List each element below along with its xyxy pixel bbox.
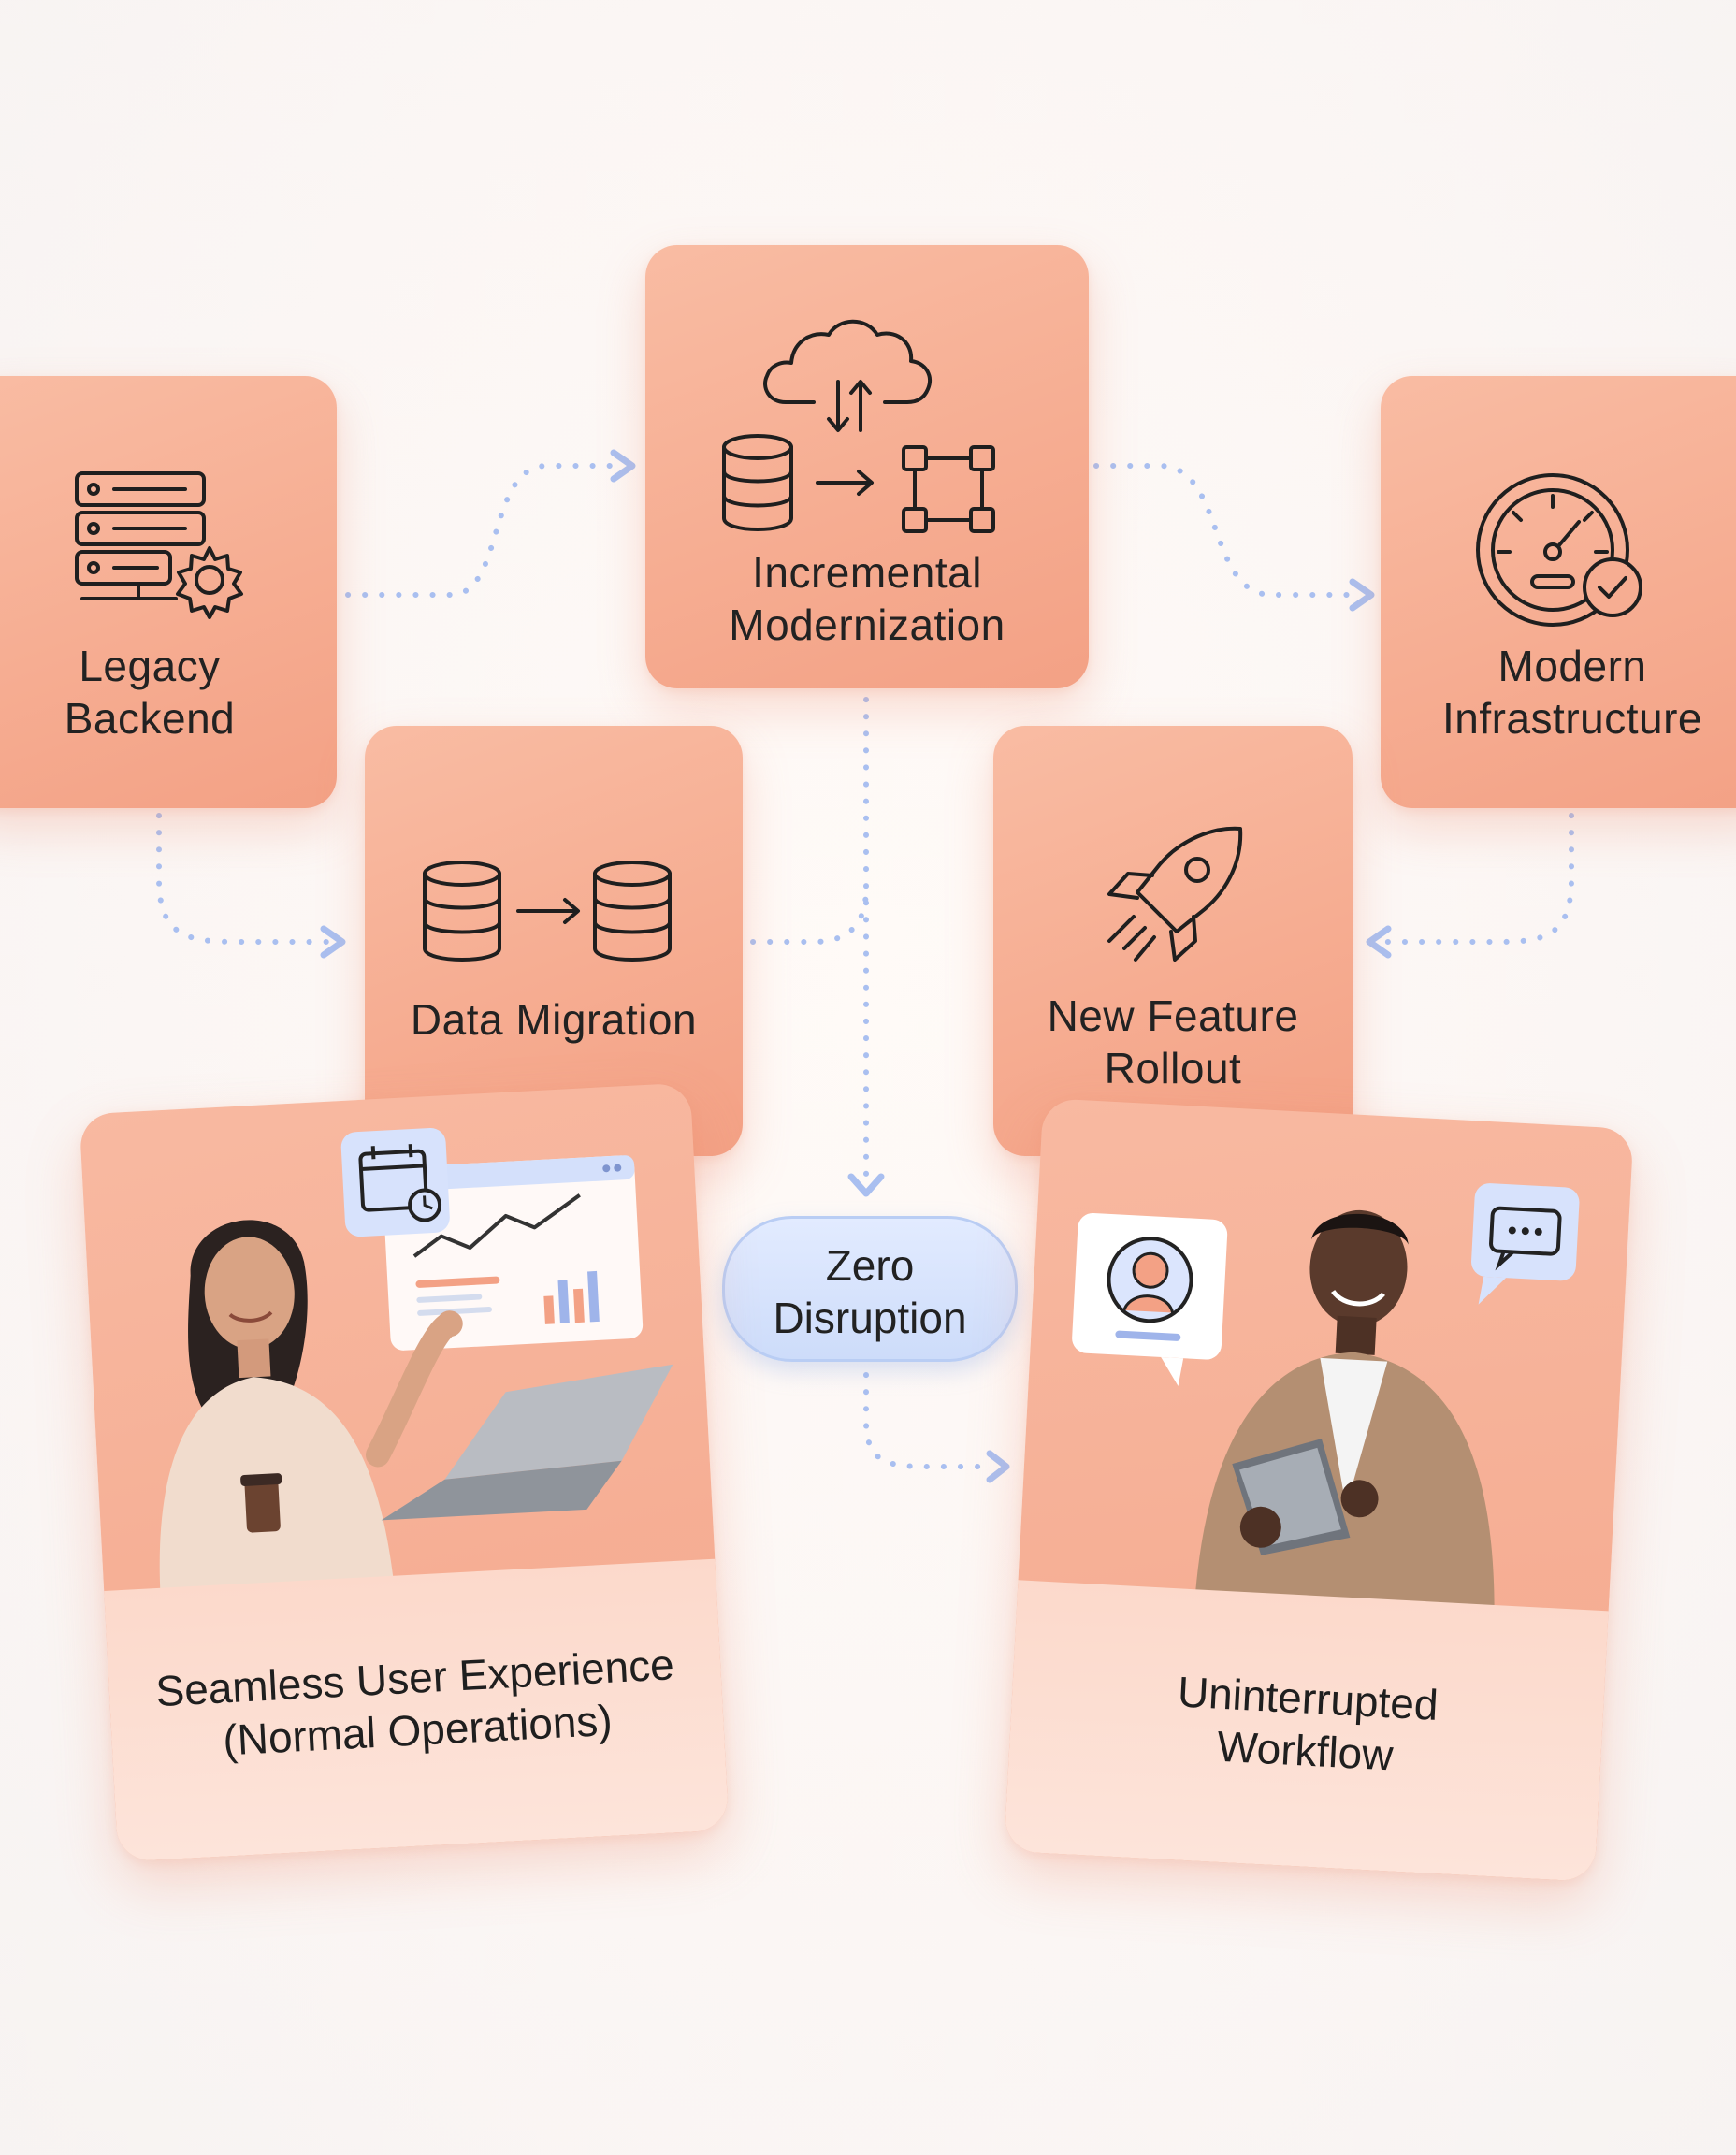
seamless-experience-card: Seamless User Experience (Normal Operati… (79, 1082, 730, 1862)
zero-disruption-pill: Zero Disruption (722, 1216, 1018, 1362)
incremental-line2: Modernization (729, 600, 1005, 649)
modern-line2: Infrastructure (1442, 694, 1702, 743)
seamless-experience-label: Seamless User Experience (Normal Operati… (108, 1636, 724, 1772)
new-feature-rollout-card: New Feature Rollout (993, 726, 1353, 1156)
laptop-illustration (381, 1364, 673, 1521)
connector-zero-to-workflow (863, 1372, 994, 1469)
arrowhead-zero (847, 1173, 885, 1197)
arrowhead-incremental (610, 449, 636, 483)
connector-incremental-to-modern (1093, 463, 1359, 598)
modern-infrastructure-card: Modern Infrastructure (1381, 376, 1736, 808)
connector-migration-to-center (750, 886, 869, 945)
incremental-modernization-card: Incremental Modernization (645, 245, 1089, 688)
modern-line1: Modern (1497, 642, 1647, 690)
legacy-backend-line1: Legacy (79, 642, 221, 690)
connector-legacy-to-migration (156, 813, 330, 945)
uninterrupted-workflow-label: Uninterrupted Workflow (1008, 1656, 1604, 1792)
connector-modern-to-rollout (1382, 813, 1574, 945)
new-feature-rollout-label: New Feature Rollout (993, 990, 1353, 1094)
zero-line2: Disruption (773, 1294, 967, 1342)
uninterrupted-workflow-card: Uninterrupted Workflow (1004, 1098, 1634, 1882)
legacy-backend-card: Legacy Backend (0, 376, 337, 808)
arrowhead-rollout (1366, 925, 1392, 959)
arrowhead-migration (320, 925, 346, 959)
rocket-icon (1107, 826, 1243, 962)
woman-with-laptop-illustration (159, 1128, 673, 1598)
user-profile-bubble-icon (1072, 1212, 1228, 1386)
rollout-line1: New Feature (1047, 991, 1299, 1040)
man-figure (1195, 1209, 1495, 1609)
arrowhead-workflow (986, 1450, 1010, 1483)
seamless-experience-caption: Seamless User Experience (Normal Operati… (104, 1558, 730, 1862)
speedometer-check-icon (1476, 473, 1642, 627)
zero-disruption-label: Zero Disruption (725, 1239, 1015, 1344)
incremental-line1: Incremental (752, 548, 982, 597)
calendar-clock-icon (340, 1128, 450, 1237)
chat-bubble-icon (1471, 1183, 1580, 1305)
arrowhead-modern (1349, 578, 1375, 612)
data-migration-card: Data Migration (365, 726, 743, 1156)
database-transfer-icon (423, 861, 672, 962)
cloud-database-network-icon (722, 319, 995, 533)
legacy-backend-line2: Backend (64, 694, 236, 743)
zero-line1: Zero (825, 1241, 915, 1290)
man-with-tablet-illustration (1072, 1183, 1580, 1609)
uninterrupted-workflow-caption: Uninterrupted Workflow (1004, 1580, 1609, 1882)
modern-infrastructure-label: Modern Infrastructure (1371, 640, 1736, 745)
data-migration-label: Data Migration (410, 995, 698, 1044)
connector-legacy-to-incremental (345, 463, 620, 598)
incremental-modernization-label: Incremental Modernization (645, 546, 1089, 651)
rollout-line2: Rollout (1104, 1044, 1242, 1092)
server-gear-icon (75, 471, 243, 619)
woman-figure (159, 1220, 463, 1598)
legacy-backend-label: Legacy Backend (0, 640, 337, 745)
